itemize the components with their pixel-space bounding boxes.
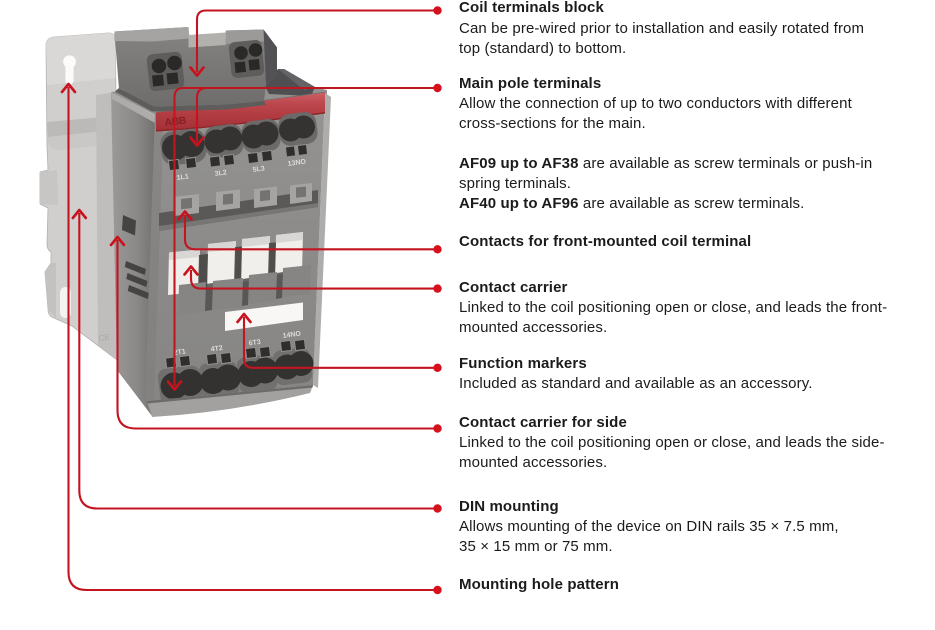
svg-text:5L3: 5L3 xyxy=(252,165,265,174)
svg-text:1L1: 1L1 xyxy=(176,173,189,182)
svg-text:CE: CE xyxy=(98,333,110,343)
svg-text:ABB: ABB xyxy=(164,115,187,129)
svg-text:3L2: 3L2 xyxy=(214,169,227,178)
svg-text:2T1: 2T1 xyxy=(173,348,186,357)
svg-text:14NO: 14NO xyxy=(282,330,302,340)
svg-text:4T2: 4T2 xyxy=(210,345,223,354)
svg-text:13NO: 13NO xyxy=(287,158,307,168)
svg-text:6T3: 6T3 xyxy=(248,339,261,348)
